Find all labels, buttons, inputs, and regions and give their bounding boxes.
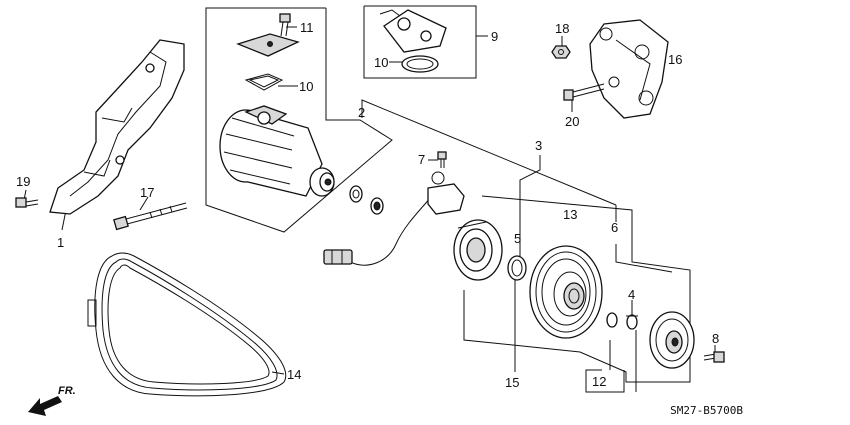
bracket-lines [23, 5, 716, 393]
nut-18-part [551, 45, 571, 59]
callout-18: 18 [555, 21, 569, 36]
field-coil-part [323, 171, 503, 281]
bolt-20-part [563, 83, 605, 101]
callout-14: 14 [287, 367, 301, 382]
drive-belt-part [87, 252, 287, 397]
bolt-8-part [703, 351, 725, 363]
callout-11: 11 [300, 20, 314, 35]
pipe-fitting-part [379, 9, 447, 73]
bolt-19-part [15, 197, 39, 208]
reference-code: SM27-B5700B [670, 404, 743, 417]
bolt-17-part [113, 202, 188, 231]
callout-12: 12 [592, 374, 606, 389]
callout-2: 2 [358, 105, 365, 120]
callout-10-fitting: 10 [374, 55, 388, 70]
bolt-7-part [437, 151, 447, 168]
callout-5: 5 [514, 231, 521, 246]
callout-16: 16 [668, 52, 682, 67]
callout-6: 6 [611, 220, 618, 235]
callout-9: 9 [491, 29, 498, 44]
shim-part [606, 312, 618, 328]
callout-7: 7 [418, 152, 425, 167]
front-direction-arrow-icon: FR. [28, 385, 76, 416]
callout-4: 4 [628, 287, 635, 302]
snap-ring-part [507, 255, 527, 281]
heat-shield-part [49, 39, 185, 215]
armature-plate-part [649, 311, 695, 369]
callout-20: 20 [565, 114, 579, 129]
circlip-part [626, 314, 638, 330]
callout-10-gasket: 10 [299, 79, 313, 94]
callout-15: 15 [505, 375, 519, 390]
mounting-bracket-part [589, 19, 669, 119]
callout-17: 17 [140, 185, 154, 200]
pulley-part [529, 245, 603, 339]
callout-1: 1 [57, 235, 64, 250]
callouts: 1 2 3 4 5 6 7 8 9 10 10 11 12 13 14 15 1… [16, 20, 719, 390]
callout-19: 19 [16, 174, 30, 189]
callout-8: 8 [712, 331, 719, 346]
compressor-part [219, 13, 384, 215]
front-direction-label: FR. [58, 385, 76, 397]
callout-3: 3 [535, 138, 542, 153]
callout-13: 13 [563, 207, 577, 222]
